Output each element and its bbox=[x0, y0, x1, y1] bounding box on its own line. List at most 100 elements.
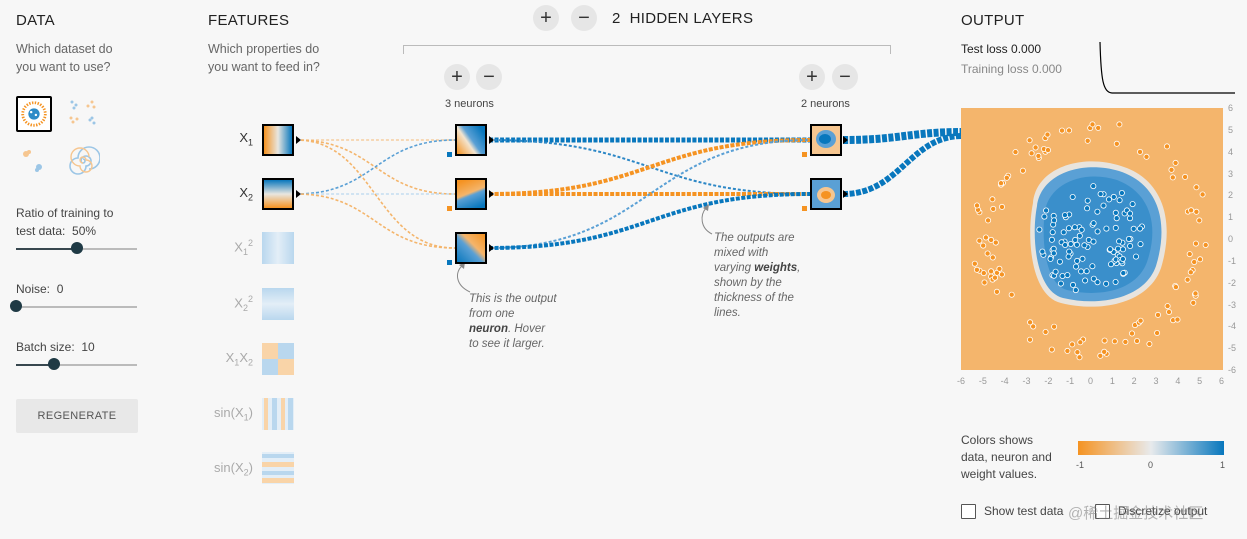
batch-size-slider[interactable] bbox=[16, 358, 137, 370]
orange-data-point bbox=[1095, 124, 1102, 131]
dataset-gaussian-thumb[interactable] bbox=[16, 144, 50, 178]
feature-x1-box[interactable] bbox=[262, 124, 294, 156]
link-m2-out[interactable] bbox=[842, 133, 963, 197]
orange-data-point bbox=[1032, 144, 1039, 151]
orange-data-point bbox=[989, 196, 996, 203]
orange-data-point bbox=[1193, 184, 1200, 191]
layer-count: 2 bbox=[612, 10, 621, 27]
blue-data-point bbox=[1129, 201, 1136, 208]
orange-data-point bbox=[1066, 127, 1073, 134]
feature-x2-box[interactable] bbox=[262, 178, 294, 210]
blue-data-point bbox=[1112, 278, 1119, 285]
add-neuron-layer2-button[interactable]: + bbox=[799, 64, 825, 90]
orange-data-point bbox=[1186, 251, 1193, 258]
blue-data-point bbox=[1059, 272, 1066, 279]
batch-slider-knob[interactable] bbox=[47, 358, 60, 370]
x-axis-tick: -1 bbox=[1066, 376, 1075, 386]
orange-data-point bbox=[1113, 140, 1120, 147]
orange-data-point bbox=[971, 260, 978, 267]
x-axis-tick: 4 bbox=[1175, 376, 1181, 386]
add-layer-button[interactable]: + bbox=[533, 5, 559, 31]
blue-data-point bbox=[1066, 248, 1073, 255]
link-m1-out[interactable] bbox=[842, 128, 963, 144]
ratio-value: 50% bbox=[72, 224, 97, 238]
blue-data-point bbox=[1070, 281, 1077, 288]
feature-label-sin-x2: sin(X2) bbox=[214, 460, 253, 478]
orange-data-point bbox=[1136, 148, 1143, 155]
link-n1-m2[interactable] bbox=[488, 139, 811, 195]
orange-data-point bbox=[973, 266, 980, 273]
blue-data-point bbox=[1126, 210, 1133, 217]
features-question: Which properties do you want to feed in? bbox=[208, 42, 320, 74]
feature-sin-x1-box[interactable] bbox=[262, 398, 294, 430]
ratio-slider[interactable] bbox=[16, 242, 137, 254]
neuron-l2-2[interactable] bbox=[810, 178, 842, 210]
orange-data-point bbox=[1169, 174, 1176, 181]
neuron-l1-2[interactable] bbox=[455, 178, 487, 210]
orange-data-point bbox=[1019, 167, 1026, 174]
orange-data-point bbox=[985, 217, 992, 224]
color-legend-bar bbox=[1078, 441, 1224, 455]
ratio-slider-knob[interactable] bbox=[70, 242, 83, 254]
orange-data-point bbox=[998, 180, 1005, 187]
link-n3-m2[interactable] bbox=[488, 192, 811, 250]
dataset-circle-thumb[interactable] bbox=[16, 96, 52, 132]
link-x1-n3[interactable] bbox=[295, 139, 456, 249]
blue-data-point bbox=[1081, 242, 1088, 249]
dataset-xor-thumb[interactable] bbox=[66, 96, 100, 130]
test-loss-value: 0.000 bbox=[1011, 42, 1042, 56]
orange-data-point bbox=[1168, 166, 1175, 173]
regenerate-button[interactable]: REGENERATE bbox=[16, 399, 138, 433]
remove-layer-button[interactable]: − bbox=[571, 5, 597, 31]
noise-slider[interactable] bbox=[10, 300, 137, 312]
orange-data-point bbox=[1196, 217, 1203, 224]
blue-data-point bbox=[1073, 263, 1080, 270]
y-axis-tick: 4 bbox=[1228, 146, 1234, 157]
noise-slider-knob[interactable] bbox=[10, 300, 22, 312]
link-n2-m1[interactable] bbox=[488, 138, 811, 196]
feature-x1x2-box[interactable] bbox=[262, 343, 294, 375]
hidden-layers-title: 2 HIDDEN LAYERS bbox=[612, 10, 754, 27]
feature-x1sq-box[interactable] bbox=[262, 232, 294, 264]
minus-icon: − bbox=[839, 66, 851, 88]
orange-data-point bbox=[1202, 241, 1209, 248]
y-axis-tick: 2 bbox=[1228, 190, 1234, 201]
link-n3-m1[interactable] bbox=[488, 139, 811, 249]
x-axis-tick: 3 bbox=[1153, 376, 1159, 386]
output-heatmap[interactable] bbox=[961, 108, 1223, 370]
blue-data-point bbox=[1060, 229, 1067, 236]
feature-x2sq-box[interactable] bbox=[262, 288, 294, 320]
orange-data-point bbox=[1184, 276, 1191, 283]
remove-neuron-layer1-button[interactable]: − bbox=[476, 64, 502, 90]
blue-data-point bbox=[1067, 240, 1074, 247]
weights-note: The outputs are mixed with varying weigh… bbox=[714, 232, 801, 319]
remove-neuron-layer2-button[interactable]: − bbox=[832, 64, 858, 90]
link-x2-n3[interactable] bbox=[295, 193, 456, 249]
show-test-data-checkbox[interactable] bbox=[961, 504, 976, 519]
neuron-l1-3[interactable] bbox=[455, 232, 487, 264]
blue-data-point bbox=[1119, 255, 1126, 262]
discretize-output-checkbox[interactable] bbox=[1095, 504, 1110, 519]
add-neuron-layer1-button[interactable]: + bbox=[444, 64, 470, 90]
blue-data-point bbox=[1094, 279, 1101, 286]
orange-data-point bbox=[1003, 174, 1010, 181]
orange-data-point bbox=[973, 202, 980, 209]
x-axis-tick: -4 bbox=[1000, 376, 1009, 386]
link-x2-n1[interactable] bbox=[295, 139, 456, 195]
orange-data-point bbox=[1164, 303, 1171, 310]
orange-data-point bbox=[992, 239, 999, 246]
orange-data-point bbox=[1191, 258, 1198, 265]
batch-size-value: 10 bbox=[81, 340, 95, 354]
orange-data-point bbox=[1077, 339, 1084, 346]
feature-label-x1: X1 bbox=[239, 130, 253, 148]
noise-value: 0 bbox=[56, 282, 64, 296]
feature-sin-x2-box[interactable] bbox=[262, 452, 294, 484]
neuron-l1-1[interactable] bbox=[455, 124, 487, 156]
watermark: @稀土掘金技术社区 bbox=[1068, 505, 1204, 522]
blue-data-point bbox=[1110, 193, 1117, 200]
blue-data-point bbox=[1120, 270, 1127, 277]
neuron-l2-1[interactable] bbox=[810, 124, 842, 156]
orange-data-point bbox=[1174, 316, 1181, 323]
dataset-spiral-thumb[interactable] bbox=[66, 144, 100, 178]
